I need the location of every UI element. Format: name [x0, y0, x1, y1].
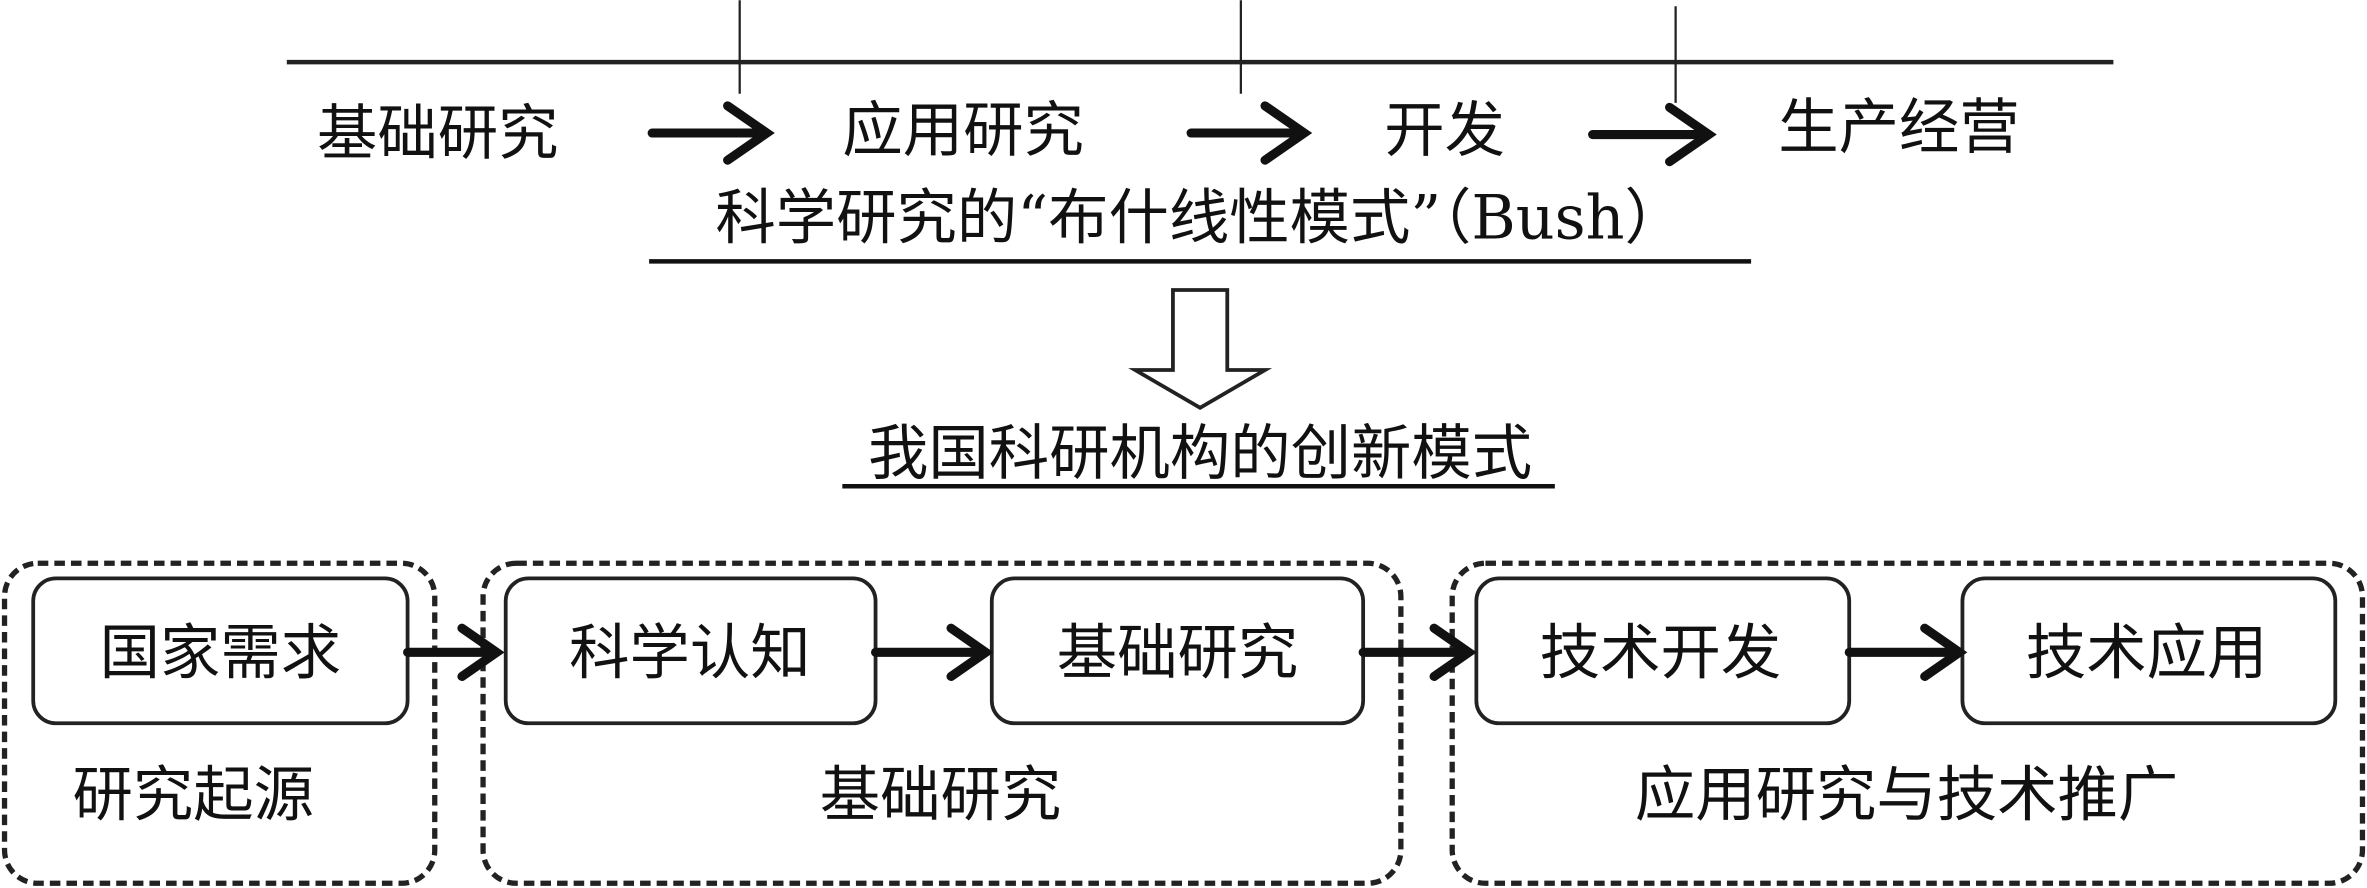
group-research-origin: [1, 560, 438, 886]
linear-model-caption: 科学研究的“布什线性模式”（Bush）: [715, 184, 1685, 254]
stage-development: 开发: [1384, 96, 1505, 166]
group-applied-research: [1449, 560, 2366, 886]
group-basic-research-label: 基础研究: [820, 760, 1062, 830]
stage-production: 生产经营: [1778, 93, 2020, 163]
arrow-right-icon: [1186, 101, 1313, 165]
box-tech-development-label: 技术开发: [1540, 618, 1782, 688]
box-scientific-cognition-label: 科学认知: [569, 618, 811, 688]
group-basic-research: [480, 560, 1404, 886]
arrow-right-icon: [403, 623, 505, 682]
down-arrow-icon: [1128, 288, 1273, 410]
group-research-origin-label: 研究起源: [72, 760, 314, 830]
box-national-demand-label: 国家需求: [100, 618, 342, 688]
innovation-model-title: 我国科研机构的创新模式: [868, 419, 1532, 489]
box-tech-application-label: 技术应用: [2026, 618, 2268, 688]
box-basic-research-label: 基础研究: [1057, 618, 1299, 688]
arrow-right-icon: [1588, 102, 1717, 167]
arrow-right-icon: [1358, 623, 1477, 682]
group-applied-research-label: 应用研究与技术推广: [1635, 760, 2178, 830]
arrow-right-icon: [1844, 623, 1968, 682]
stage-applied-research: 应用研究: [842, 96, 1084, 166]
stage-basic-research: 基础研究: [317, 99, 559, 169]
arrow-right-icon: [871, 623, 994, 682]
arrow-right-icon: [647, 101, 775, 165]
